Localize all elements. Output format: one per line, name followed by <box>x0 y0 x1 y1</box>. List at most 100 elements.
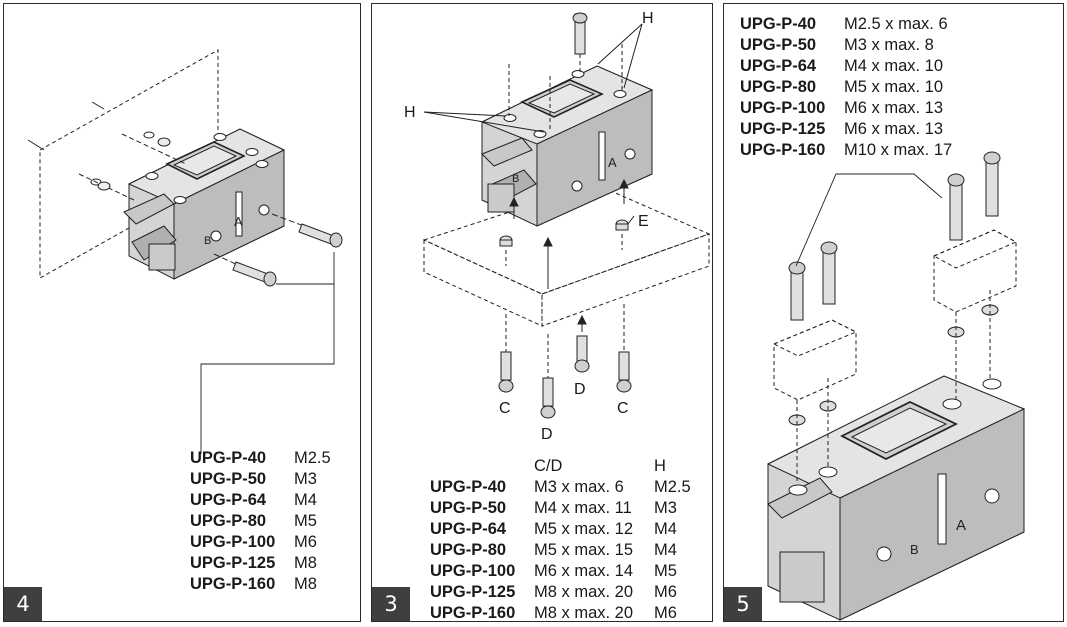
spec-row: UPG-P-40 M2.5 x max. 6 <box>740 14 952 35</box>
spec-row: UPG-P-50 M3 x max. 8 <box>740 35 952 56</box>
thread-size: M5 <box>294 512 317 530</box>
spec-row: UPG-P-64 M5 x max. 12 M4 <box>430 519 691 540</box>
spec-row: UPG-P-50 M4 x max. 11 M3 <box>430 498 691 519</box>
thread-cd: M6 x max. 14 <box>534 562 634 580</box>
thread-h: M5 <box>654 562 677 580</box>
step-number-badge: 3 <box>372 587 410 621</box>
step-3-illustration: B A <box>422 12 711 419</box>
thread-h: M4 <box>654 520 677 538</box>
label-h-right: H <box>642 10 654 27</box>
label-b: B <box>204 235 211 247</box>
model-name: UPG-P-40 <box>190 449 267 467</box>
model-name: UPG-P-64 <box>740 57 817 75</box>
model-name: UPG-P-80 <box>430 541 507 559</box>
thread-size: M6 <box>294 533 317 551</box>
thread-size: M4 x max. 10 <box>844 57 944 75</box>
label-b: B <box>910 542 919 557</box>
thread-cd: M8 x max. 20 <box>534 583 634 601</box>
thread-size: M6 x max. 13 <box>844 120 944 138</box>
spec-row: UPG-P-80 M5 <box>190 511 331 532</box>
label-a: A <box>956 517 966 534</box>
thread-h: M6 <box>654 604 677 622</box>
model-name: UPG-P-100 <box>740 99 826 117</box>
header-h: H <box>654 457 666 475</box>
spec-row: UPG-P-80 M5 x max. 10 <box>740 77 952 98</box>
thread-h: M2.5 <box>654 478 691 496</box>
thread-cd: M4 x max. 11 <box>534 499 632 517</box>
step-number-badge: 4 <box>4 587 42 621</box>
spec-row: UPG-P-125 M8 x max. 20 M6 <box>430 582 691 603</box>
thread-size: M3 x max. 8 <box>844 36 934 54</box>
panel-step-3: B A H H E C C D D C/D H UPG-P-40 M3 x max… <box>371 3 713 622</box>
thread-h: M6 <box>654 583 677 601</box>
label-h-left: H <box>404 104 416 121</box>
thread-size: M4 <box>294 491 317 509</box>
thread-h: M4 <box>654 541 677 559</box>
spec-row: UPG-P-125 M8 <box>190 553 331 574</box>
model-name: UPG-P-125 <box>740 120 826 138</box>
label-a: A <box>608 155 617 170</box>
thread-size: M5 x max. 10 <box>844 78 944 96</box>
model-name: UPG-P-40 <box>430 478 507 496</box>
header-cd: C/D <box>534 457 563 475</box>
spec-row: UPG-P-100 M6 x max. 14 M5 <box>430 561 691 582</box>
spec-table-step-5: UPG-P-40 M2.5 x max. 6 UPG-P-50 M3 x max. 8… <box>740 14 952 161</box>
spec-row: UPG-P-64 M4 x max. 10 <box>740 56 952 77</box>
step-4-illustration: A B <box>27 49 343 454</box>
spec-row: UPG-P-80 M5 x max. 15 M4 <box>430 540 691 561</box>
spec-rows: UPG-P-40 M2.5 x max. 6 UPG-P-50 M3 x max. 8… <box>740 14 952 161</box>
spec-row: UPG-P-160 M8 x max. 20 M6 <box>430 603 691 624</box>
thread-cd: M5 x max. 12 <box>534 520 634 538</box>
jaw-block-right <box>933 229 1017 313</box>
model-name: UPG-P-125 <box>430 583 516 601</box>
step-5-illustration: A B <box>766 151 1026 621</box>
model-name: UPG-P-64 <box>430 520 507 538</box>
spec-row: UPG-P-100 M6 <box>190 532 331 553</box>
model-name: UPG-P-50 <box>740 36 817 54</box>
spec-row: UPG-P-125 M6 x max. 13 <box>740 119 952 140</box>
spec-row: UPG-P-40 M3 x max. 6 M2.5 <box>430 477 691 498</box>
thread-size: M8 <box>294 575 317 593</box>
model-name: UPG-P-160 <box>740 141 826 159</box>
label-c-left: C <box>499 400 511 417</box>
label-e: E <box>638 213 649 230</box>
jaw-block-left <box>773 319 857 401</box>
label-c-right: C <box>617 400 629 417</box>
model-name: UPG-P-100 <box>430 562 516 580</box>
spec-row: UPG-P-100 M6 x max. 13 <box>740 98 952 119</box>
model-name: UPG-P-125 <box>190 554 276 572</box>
model-name: UPG-P-40 <box>740 15 817 33</box>
model-name: UPG-P-80 <box>190 512 267 530</box>
spec-row: UPG-P-50 M3 <box>190 469 331 490</box>
model-name: UPG-P-50 <box>430 499 507 517</box>
label-a: A <box>234 214 243 229</box>
panel-step-5: A B UPG-P-40 M2.5 x max. 6 UPG-P-50 M3 x ma… <box>723 3 1064 622</box>
model-name: UPG-P-160 <box>430 604 516 622</box>
step-number-badge: 5 <box>724 587 762 621</box>
thread-cd: M5 x max. 15 <box>534 541 634 559</box>
label-d-right: D <box>574 381 586 398</box>
thread-h: M3 <box>654 499 677 517</box>
spec-row: UPG-P-40 M2.5 <box>190 448 331 469</box>
thread-size: M2.5 <box>294 449 331 467</box>
thread-cd: M8 x max. 20 <box>534 604 634 622</box>
model-name: UPG-P-80 <box>740 78 817 96</box>
thread-size: M8 <box>294 554 317 572</box>
model-name: UPG-P-160 <box>190 575 276 593</box>
model-name: UPG-P-100 <box>190 533 276 551</box>
label-b: B <box>512 173 519 185</box>
thread-size: M3 <box>294 470 317 488</box>
thread-size: M10 x max. 17 <box>844 141 953 159</box>
spec-row: UPG-P-160 M8 <box>190 574 331 595</box>
label-d-center: D <box>541 426 553 443</box>
thread-size: M2.5 x max. 6 <box>844 15 948 33</box>
model-name: UPG-P-50 <box>190 470 267 488</box>
thread-cd: M3 x max. 6 <box>534 478 624 496</box>
thread-size: M6 x max. 13 <box>844 99 944 117</box>
spec-header-row: C/D H <box>430 456 691 477</box>
